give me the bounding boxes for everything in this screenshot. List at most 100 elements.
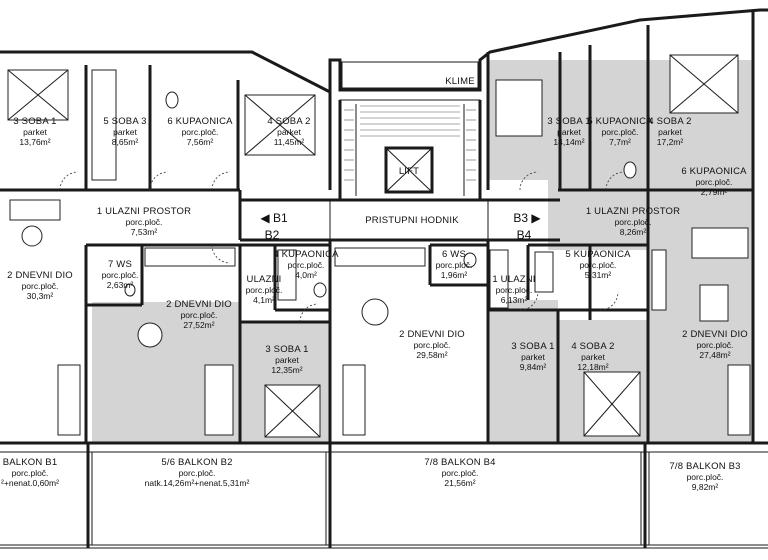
room-name: 4 SOBA 2 <box>267 116 311 127</box>
room-detail: 7,53m² <box>130 227 158 237</box>
room-detail: 1,96m² <box>440 270 468 280</box>
room-detail: parket <box>113 127 137 137</box>
room-name: LIFT <box>398 166 420 177</box>
room-detail: porc.ploč. <box>287 260 325 270</box>
room-detail: 8,26m² <box>619 227 647 237</box>
room-detail: porc.ploč. <box>21 281 59 291</box>
room-detail: porc.ploč. <box>11 468 49 478</box>
corridor <box>240 198 560 242</box>
room-detail: natk.14,26m²+nenat.5,31m² <box>144 478 250 488</box>
room-name: 3 SOBA 1 <box>13 116 57 127</box>
room-name: 4 SOBA 2 <box>571 341 615 352</box>
room-detail: porc.ploč. <box>245 285 283 295</box>
room-detail: parket <box>521 352 545 362</box>
room-detail: 17,2m² <box>656 137 684 147</box>
room-name: 6 KUPAONICA <box>167 116 233 127</box>
unit-tag-text: B3 ▶ <box>513 211 541 225</box>
interior-walls <box>0 25 753 250</box>
room-name: 3 SOBA 1 <box>265 344 309 355</box>
room-name: 5/6 BALKON B2 <box>161 457 233 468</box>
unit-tag-b2: B2 <box>264 228 280 242</box>
room-detail: 4,0m² <box>295 270 317 280</box>
room-detail: porc.ploč. <box>601 127 639 137</box>
room-detail: 7,7m² <box>609 137 631 147</box>
room-name: 2 DNEVNI DIO <box>166 299 232 310</box>
room-detail: porc.ploč. <box>495 285 533 295</box>
room-name: 1 ULAZNI <box>492 274 536 285</box>
room-detail: 12,35m² <box>271 365 303 375</box>
room-name: 2 DNEVNI DIO <box>7 270 73 281</box>
room-label-klime: KLIME <box>445 77 475 87</box>
room-name: 6 KUPAONICA <box>681 166 747 177</box>
room-detail: 27,52m² <box>183 320 215 330</box>
room-name: 7/8 BALKON B4 <box>424 457 496 468</box>
room-label-pristupni-hodnik: PRISTUPNI HODNIK <box>365 216 458 226</box>
room-name: 2 DNEVNI DIO <box>399 329 465 340</box>
room-name: 6 WS <box>441 249 467 260</box>
room-detail: porc.ploč. <box>181 127 219 137</box>
room-name: 3 SOBA 1 <box>511 341 555 352</box>
room-detail: 6,13m² <box>500 295 528 305</box>
unit-tag-b1: ◀ B1 <box>260 211 288 225</box>
room-name: 7/8 BALKON B3 <box>669 461 741 472</box>
middle-walls <box>84 240 650 443</box>
unit-tag-b3: B3 ▶ <box>513 211 541 225</box>
room-name: 5 SOBA 3 <box>103 116 147 127</box>
room-detail: porc.ploč. <box>696 340 734 350</box>
room-detail: porc.ploč. <box>695 177 733 187</box>
room-detail: 12,18m² <box>577 362 609 372</box>
room-name: KLIME <box>445 76 475 87</box>
room-detail: parket <box>277 127 301 137</box>
room-detail: porc.ploč. <box>435 260 473 270</box>
unit-tag-b4: B4 <box>516 228 532 242</box>
room-detail: 7,56m² <box>186 137 214 147</box>
room-name: 4 SOBA 2 <box>648 116 692 127</box>
room-detail: parket <box>275 355 299 365</box>
room-detail: parket <box>23 127 47 137</box>
room-detail: porc.ploč. <box>614 217 652 227</box>
unit-tag-text: B4 <box>516 228 532 242</box>
room-detail: 9,82m² <box>691 482 719 492</box>
room-detail: porc.ploč. <box>579 260 617 270</box>
room-name: 3 SOBA 1 <box>547 116 591 127</box>
balcony-band <box>0 443 768 549</box>
room-detail: porc.ploč. <box>180 310 218 320</box>
room-label-lift: LIFT <box>399 167 419 177</box>
room-name: 2 DNEVNI DIO <box>682 329 748 340</box>
room-detail: porc.ploč. <box>101 270 139 280</box>
room-detail: porc.ploč. <box>686 472 724 482</box>
room-name: PRISTUPNI HODNIK <box>365 215 459 226</box>
room-name: BALKON B1 <box>2 457 58 468</box>
stair-core <box>339 99 481 201</box>
furniture <box>7 54 751 438</box>
room-detail: porc.ploč. <box>441 468 479 478</box>
room-detail: 30,3m² <box>26 291 54 301</box>
room-detail: parket <box>557 127 581 137</box>
room-detail: 5,31m² <box>584 270 612 280</box>
unit-tag-text: ◀ B1 <box>260 211 288 225</box>
room-detail: parket <box>658 127 682 137</box>
room-name: ULAZNI <box>246 274 282 285</box>
unit-tag-text: B2 <box>264 228 280 242</box>
